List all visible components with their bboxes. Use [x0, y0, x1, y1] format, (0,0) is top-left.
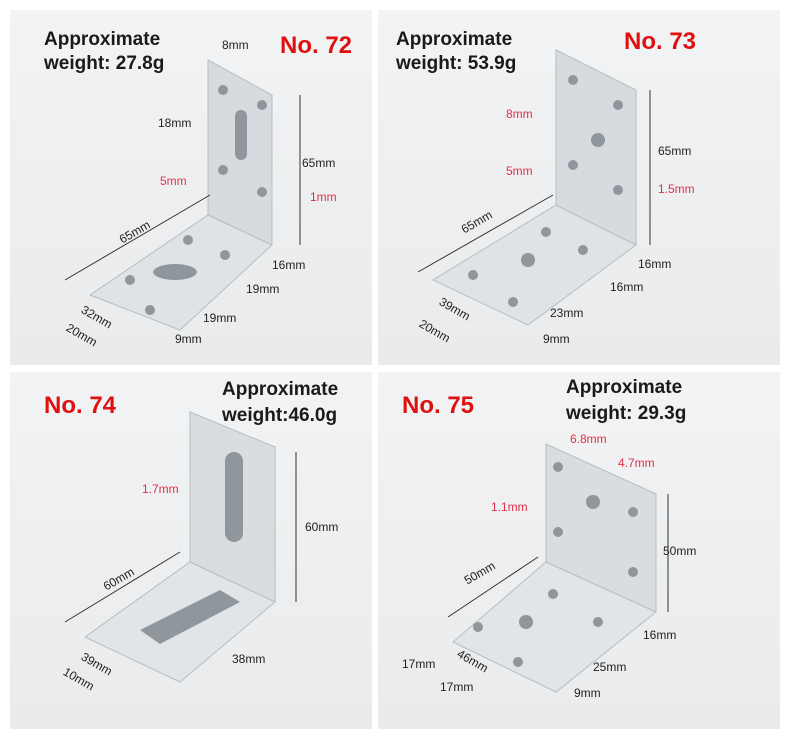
bracket-74-illustration	[64, 411, 297, 683]
product-number: No. 72	[280, 32, 353, 59]
bracket-72-illustration	[64, 59, 301, 331]
dim-label: 16mm	[610, 280, 644, 294]
dim-label: 25mm	[593, 660, 627, 674]
dim-label: 5mm	[506, 164, 533, 178]
dim-label: 65mm	[658, 144, 692, 158]
dim-label: 17mm	[402, 657, 436, 671]
dim-label: 65mm	[302, 156, 336, 170]
dim-label: 1.1mm	[491, 500, 528, 514]
dim-label: 50mm	[663, 544, 697, 558]
dim-label: 16mm	[638, 257, 672, 271]
dim-label: 8mm	[506, 107, 533, 121]
dim-label: 19mm	[203, 311, 237, 325]
dim-label: 9mm	[175, 332, 202, 346]
dim-label: 17mm	[440, 680, 474, 694]
weight-label-line1: Approximate	[222, 379, 339, 400]
dim-label: 23mm	[550, 306, 584, 320]
bracket-73-illustration	[417, 49, 651, 326]
dim-label: 9mm	[574, 686, 601, 700]
weight-label-line2: weight: 53.9g	[396, 53, 517, 74]
weight-label-line2: weight: 27.8g	[44, 53, 165, 74]
weight-label-line1: Approximate	[44, 29, 161, 50]
dim-label: 16mm	[643, 628, 677, 642]
dim-label: 60mm	[305, 520, 339, 534]
product-panel-75: No. 75 Approximate weight: 29.3g 6.8mm 4…	[378, 372, 780, 729]
product-panel-72: Approximate weight: 27.8g No. 72 8mm 18m…	[10, 10, 372, 365]
dim-label: 1.7mm	[142, 482, 179, 496]
weight-label-line1: Approximate	[396, 29, 513, 50]
dim-label: 19mm	[246, 282, 280, 296]
product-panel-73: Approximate weight: 53.9g No. 73 8mm 65m…	[378, 10, 780, 365]
dim-label: 16mm	[272, 258, 306, 272]
weight-label-line2: weight:46.0g	[222, 405, 338, 426]
dim-label: 1mm	[310, 190, 337, 204]
product-panel-74: No. 74 Approximate weight:46.0g 1.7mm 60…	[10, 372, 372, 729]
dim-label: 18mm	[158, 116, 192, 130]
dim-label: 8mm	[222, 38, 249, 52]
dim-label: 6.8mm	[570, 432, 607, 446]
dim-label: 5mm	[160, 174, 187, 188]
product-number: No. 74	[44, 392, 117, 419]
dim-label: 38mm	[232, 652, 266, 666]
dim-label: 4.7mm	[618, 456, 655, 470]
product-number: No. 75	[402, 392, 475, 419]
product-number: No. 73	[624, 28, 697, 55]
weight-label-line1: Approximate	[566, 377, 683, 398]
bracket-75-illustration	[447, 443, 669, 693]
weight-label-line2: weight: 29.3g	[566, 403, 687, 424]
dim-label: 9mm	[543, 332, 570, 346]
dim-label: 1.5mm	[658, 182, 695, 196]
